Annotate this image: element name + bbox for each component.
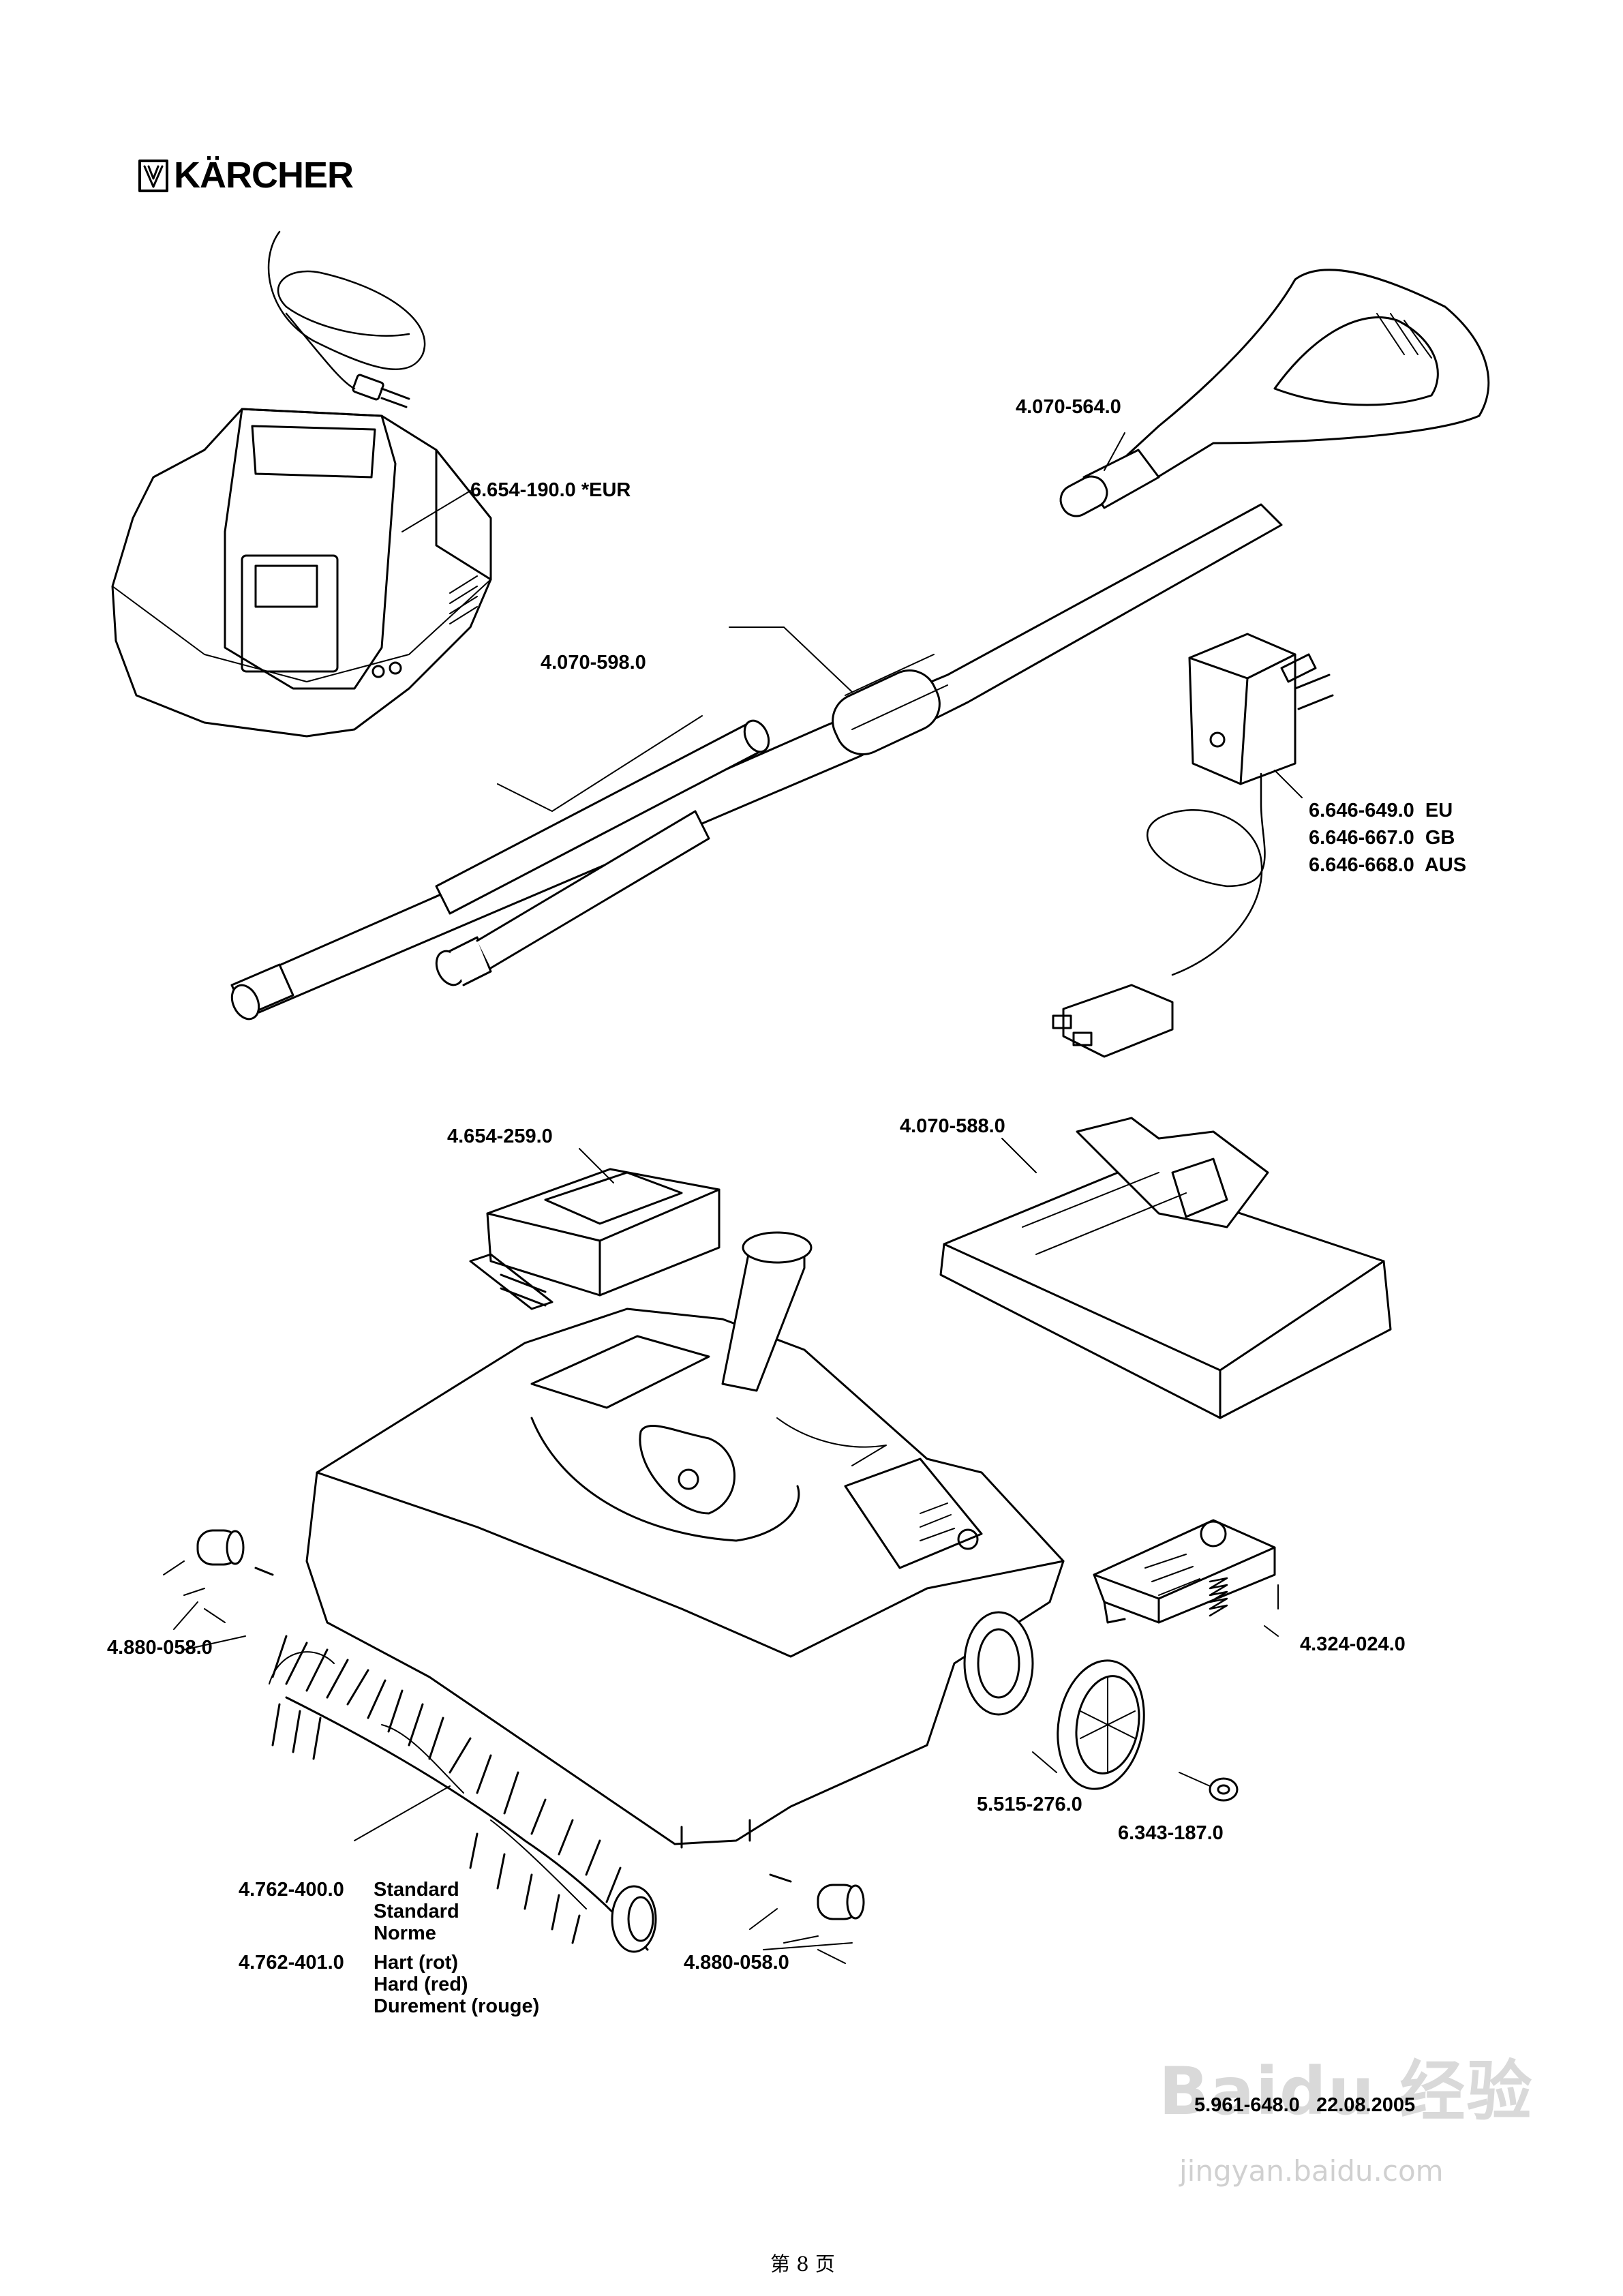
spring-icon (1209, 1577, 1228, 1617)
part-label-battery: 4.654-259.0 (447, 1126, 553, 1147)
part-label-cap: 6.343-187.0 (1118, 1822, 1224, 1844)
brush-standard-line-1: Standard (374, 1879, 459, 1901)
roller-icon (163, 1529, 274, 1623)
part-label-roller-bottom: 4.880-058.0 (684, 1952, 789, 1974)
brush-hard-line-2: Hard (red) (374, 1974, 468, 1995)
page-number: 第 8 页 (770, 2252, 835, 2276)
part-label-brush-standard-desc: Standard Standard Norme (374, 1878, 459, 1945)
part-label-roller-top: 4.880-058.0 (107, 1637, 213, 1659)
cap-icon (1209, 1777, 1239, 1802)
part-label-brush-hard-desc: Hart (rot) Hard (red) Durement (rouge) (374, 1951, 539, 2018)
battery-pack-icon (469, 1168, 721, 1310)
power-adapter-icon (1052, 633, 1334, 1058)
tube-icon (230, 503, 1283, 1021)
part-label-adapter-aus: 6.646-668.0 AUS (1309, 854, 1467, 876)
wheel-icon (1057, 1659, 1145, 1790)
sweeper-body-icon (305, 1231, 1065, 1849)
leader-lines (173, 432, 1303, 1950)
brush-hard-line-3: Durement (rouge) (374, 1995, 540, 2017)
part-label-brush-hard-code: 4.762-401.0 (239, 1952, 344, 1974)
part-label-dust-tray: 4.070-588.0 (900, 1115, 1005, 1137)
watermark-url: jingyan.baidu.com (1179, 2154, 1444, 2188)
part-label-wheel: 5.515-276.0 (977, 1794, 1082, 1815)
brand-name: KÄRCHER (174, 155, 354, 196)
part-label-handle: 4.070-564.0 (1016, 396, 1121, 418)
handle-icon (1059, 269, 1490, 517)
part-label-tube: 4.070-598.0 (541, 652, 646, 674)
charger-cradle-icon (111, 230, 492, 738)
brush-standard-line-2: Standard (374, 1901, 459, 1922)
part-label-adapter-gb: 6.646-667.0 GB (1309, 827, 1455, 849)
document-code: 5.961-648.0 22.08.2005 (1194, 2094, 1416, 2116)
watermark: Baidu 经验 jingyan.baidu.com (1159, 2038, 1541, 2209)
part-label-adapter-eu: 6.646-649.0 EU (1309, 800, 1453, 821)
part-label-adapter-group: 6.646-649.0 EU 6.646-667.0 GB 6.646-668.… (1309, 799, 1466, 877)
logo-emblem (140, 160, 167, 190)
brush-standard-line-3: Norme (374, 1922, 436, 1944)
brush-roller-icon (269, 1635, 657, 1953)
brand-logo: KÄRCHER (140, 155, 354, 196)
part-label-charger: 6.654-190.0 *EUR (470, 479, 631, 501)
dust-tray-icon (939, 1117, 1392, 1419)
latch-cover-icon (1093, 1519, 1276, 1624)
roller-icon-2 (749, 1873, 865, 1964)
part-label-latch: 4.324-024.0 (1300, 1633, 1406, 1655)
karcher-logo-icon (138, 160, 168, 192)
watermark-text: Baidu 经验 (1159, 2053, 1534, 2130)
part-label-brush-standard-code: 4.762-400.0 (239, 1879, 344, 1901)
brush-hard-line-1: Hart (rot) (374, 1952, 459, 1974)
